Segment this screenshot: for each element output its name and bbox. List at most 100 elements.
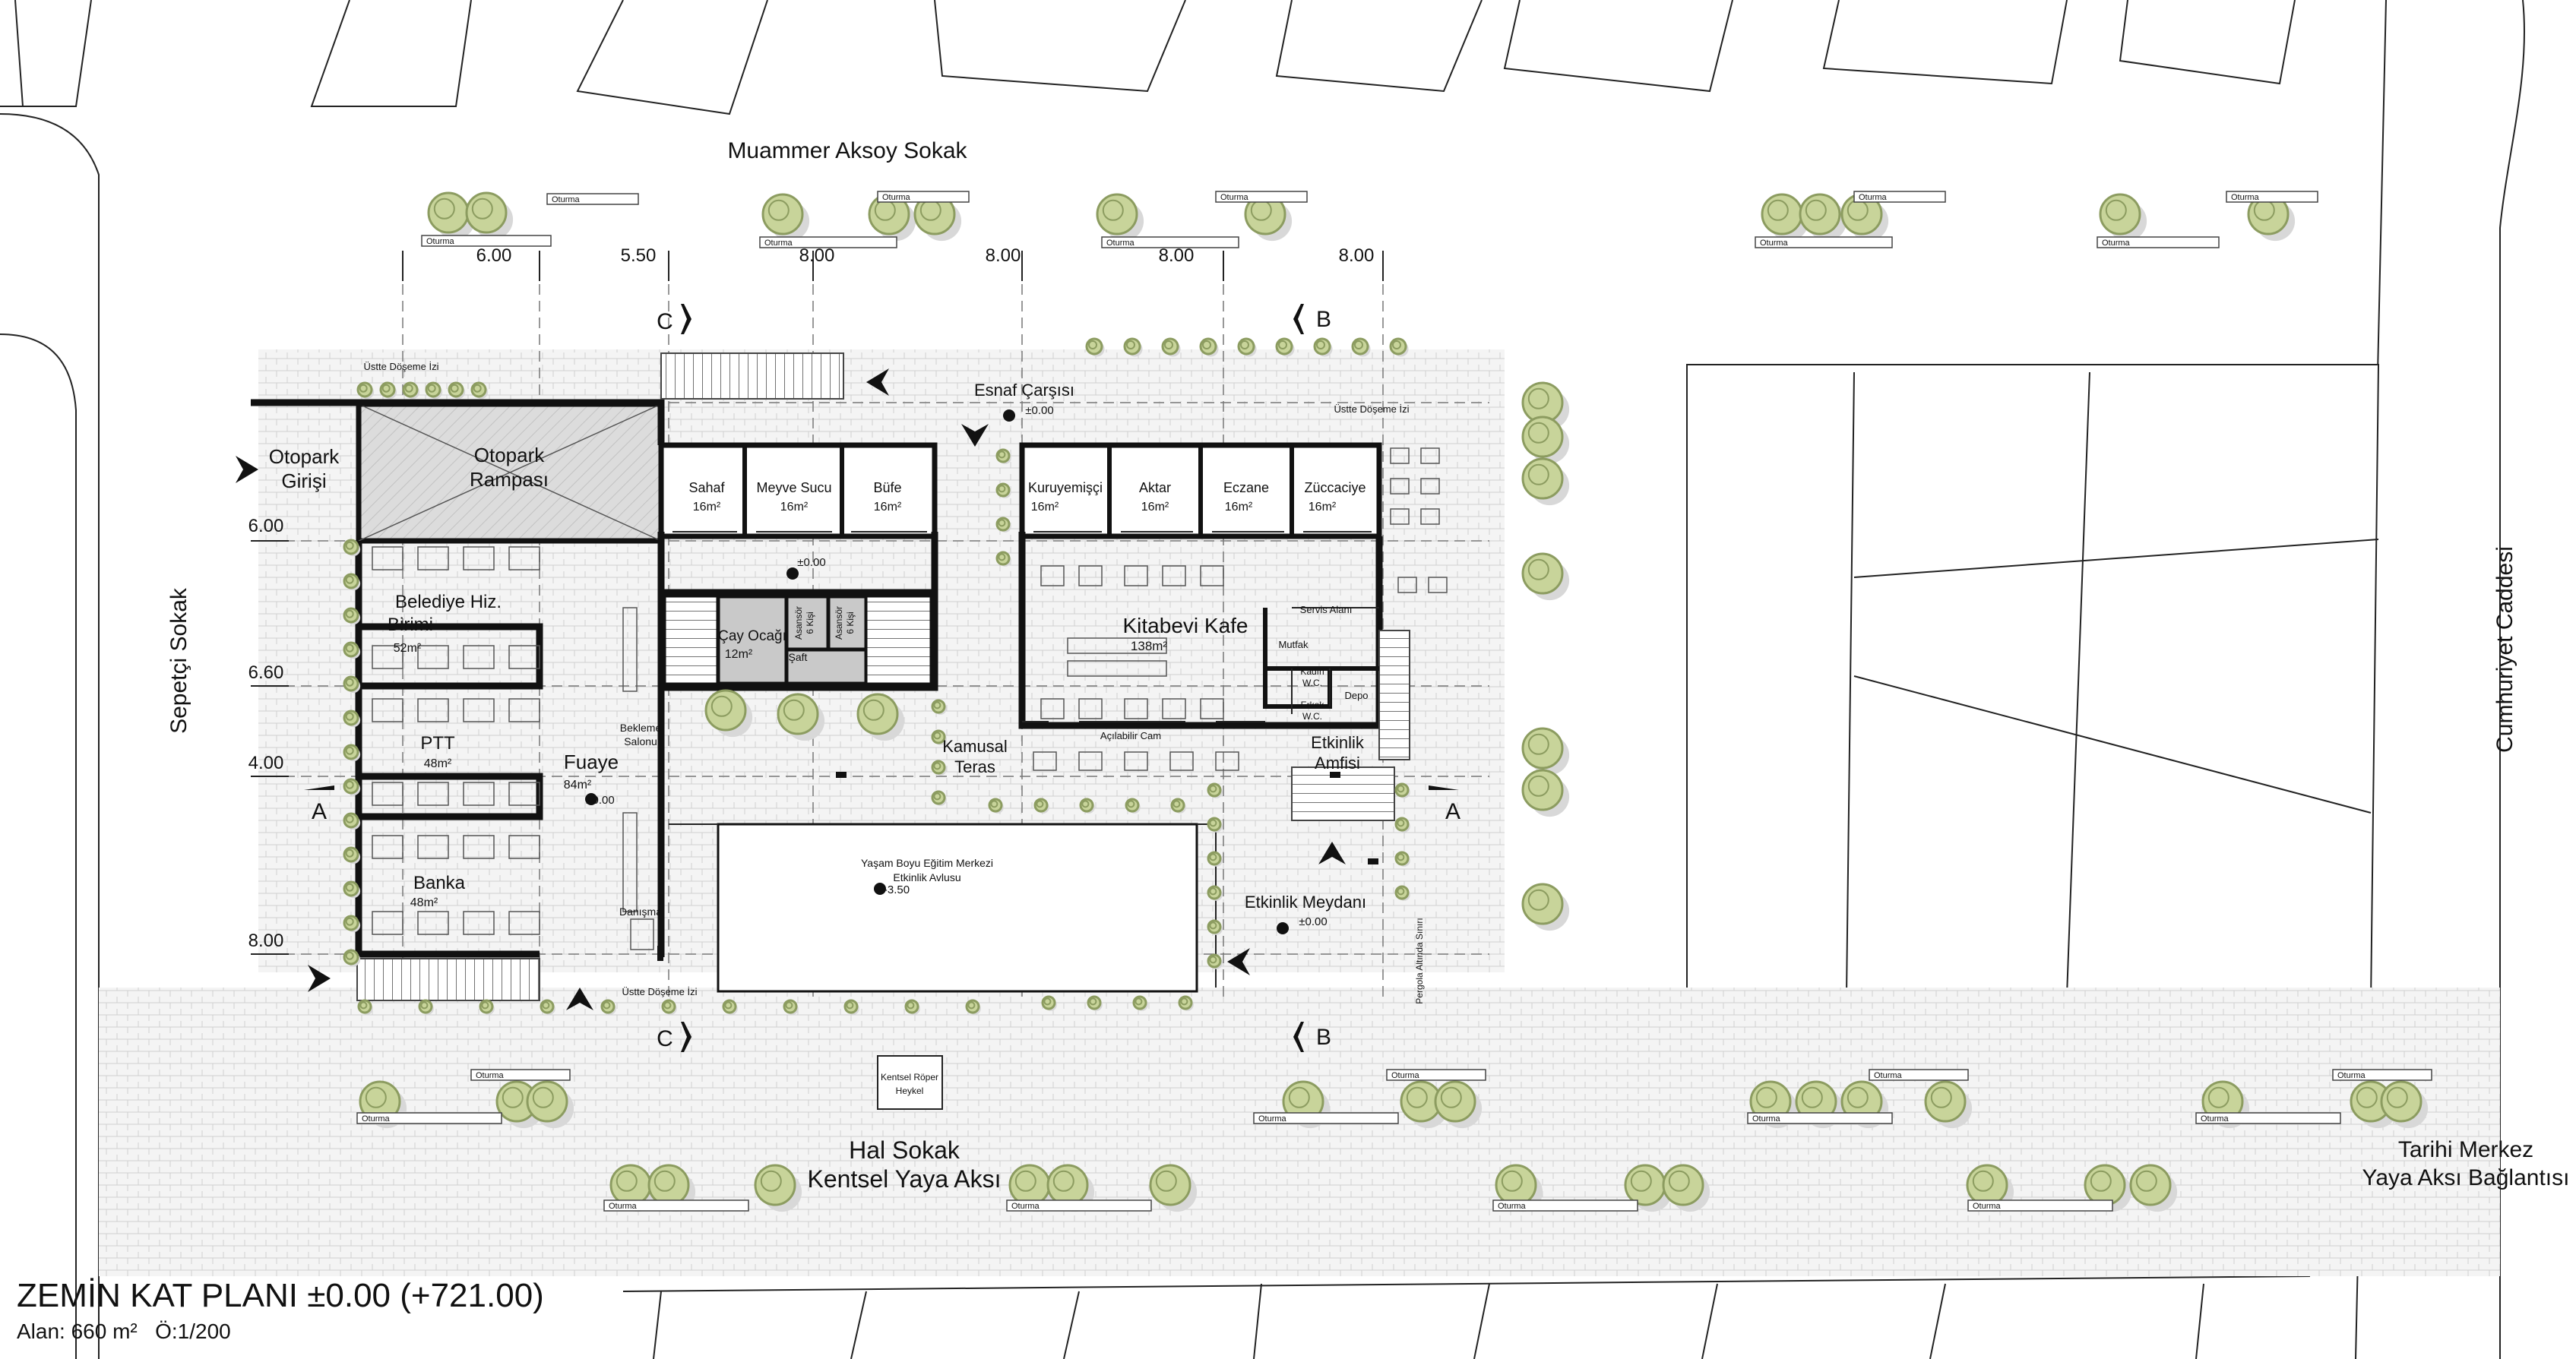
- section-b-top: B: [1316, 307, 1331, 332]
- tree: [1149, 1164, 1198, 1212]
- tree: [661, 999, 677, 1015]
- tree: [1207, 919, 1223, 935]
- tree: [448, 381, 466, 400]
- asansor2-label: Asansör: [834, 606, 844, 640]
- otopark-girisi-label-2: Girişi: [281, 469, 326, 492]
- asansor2-cap: 6 Kişi: [845, 612, 856, 634]
- mutfak-label: Mutfak: [1278, 639, 1309, 650]
- tree: [343, 744, 361, 762]
- belediye-area: 52m²: [394, 642, 422, 655]
- bench-label: Oturma: [552, 195, 581, 204]
- tree: [1207, 851, 1223, 867]
- tree: [1161, 337, 1181, 357]
- sahaf-area: 16m²: [693, 501, 721, 514]
- fuaye-level: ±0.00: [586, 794, 614, 807]
- tree: [783, 999, 799, 1015]
- office-desks: [372, 546, 654, 950]
- bufe-area: 16m²: [874, 501, 902, 514]
- tree: [357, 999, 373, 1015]
- tree: [418, 999, 434, 1015]
- tree: [1662, 1164, 1710, 1212]
- tree: [856, 693, 905, 741]
- tree: [343, 607, 361, 625]
- tree: [1394, 851, 1410, 867]
- tree: [904, 999, 920, 1015]
- bench-label: Oturma: [882, 193, 911, 202]
- tree: [843, 999, 859, 1015]
- fuaye-area: 84m²: [564, 779, 592, 792]
- tree: [1521, 727, 1570, 776]
- bench: Oturma: [1386, 1069, 1486, 1081]
- sahaf-label: Sahaf: [688, 480, 725, 495]
- stair-amphi: [1291, 766, 1395, 821]
- street-east-label: Cumhuriyet Caddesi: [2492, 546, 2517, 753]
- service-core: [663, 594, 932, 686]
- tree: [1087, 995, 1103, 1011]
- section-markers: [304, 304, 1459, 1052]
- kitabevi-kafe-label: Kitabevi Kafe: [1123, 614, 1248, 637]
- tree: [1207, 817, 1223, 833]
- bench: Oturma: [1253, 1112, 1399, 1124]
- bench-label: Oturma: [1391, 1071, 1420, 1080]
- servis-alani-label: Servis Alanı: [1300, 604, 1353, 615]
- tree: [343, 915, 361, 933]
- asansor1-cap: 6 Kişi: [805, 612, 815, 634]
- tree: [2380, 1080, 2429, 1129]
- tree: [754, 1164, 802, 1212]
- bench-label: Oturma: [1874, 1071, 1903, 1080]
- dim-top-6: 8.00: [1339, 245, 1375, 266]
- dim-left-2: 6.60: [248, 662, 284, 683]
- level-markers: [585, 409, 1289, 934]
- tree: [931, 760, 947, 776]
- bench-label: Oturma: [426, 237, 455, 246]
- tree: [1389, 337, 1409, 357]
- bench: Oturma: [603, 1199, 749, 1212]
- kafe-tables: [1033, 565, 1239, 771]
- tree: [470, 381, 489, 400]
- dim-top-2: 5.50: [621, 245, 657, 266]
- dim-left-4: 8.00: [248, 931, 284, 951]
- meyve-sucu-label: Meyve Sucu: [756, 480, 831, 495]
- street-west-label: Sepetçi Sokak: [166, 587, 191, 734]
- tree: [931, 699, 947, 715]
- kuruyemisci-label: Kuruyemişçi: [1028, 480, 1103, 495]
- tree: [1079, 798, 1095, 814]
- etkinlik-meydani-level: ±0.00: [1299, 915, 1327, 928]
- kuruyemisci-area: 16m²: [1031, 501, 1059, 514]
- bench: Oturma: [1869, 1069, 1969, 1081]
- tree: [1624, 1164, 1673, 1212]
- terrace-chairs: [1390, 447, 1448, 593]
- tree: [761, 193, 810, 242]
- fuaye-label: Fuaye: [564, 751, 619, 773]
- bench: Oturma: [1215, 191, 1308, 203]
- tree: [868, 193, 916, 242]
- bench-label: Oturma: [2231, 193, 2260, 202]
- pergola-label: Pergola Altında Sınırı: [1414, 918, 1425, 1003]
- bench: Oturma: [1006, 1199, 1152, 1212]
- bekleme-label-2: Salonu: [624, 735, 657, 747]
- tree: [913, 193, 962, 242]
- section-a-right: A: [1445, 799, 1460, 824]
- tree: [931, 729, 947, 745]
- tree: [1521, 883, 1570, 931]
- tree: [1207, 885, 1223, 901]
- tree: [1132, 995, 1148, 1011]
- kafe-interior: [1022, 607, 1379, 722]
- tree: [995, 517, 1011, 533]
- dim-top-3: 8.00: [799, 245, 835, 266]
- entrance-arrows: [236, 368, 1346, 1010]
- ustte-doseme-label-3: Üstte Döşeme İzi: [622, 986, 698, 997]
- yasam-boyu-label-2: Etkinlik Avlusu: [893, 871, 960, 883]
- bench-label: Oturma: [1760, 239, 1789, 248]
- tree: [1521, 769, 1570, 817]
- street-north-label: Muammer Aksoy Sokak: [727, 138, 967, 163]
- bench: Oturma: [2195, 1112, 2341, 1124]
- section-a-left: A: [312, 799, 327, 824]
- bench: Oturma: [877, 191, 970, 203]
- bench: Oturma: [470, 1069, 571, 1081]
- tree: [2129, 1164, 2178, 1212]
- belediye-label-1: Belediye Hiz.: [395, 592, 502, 612]
- bench-label: Oturma: [362, 1114, 391, 1124]
- stair-north: [660, 352, 844, 400]
